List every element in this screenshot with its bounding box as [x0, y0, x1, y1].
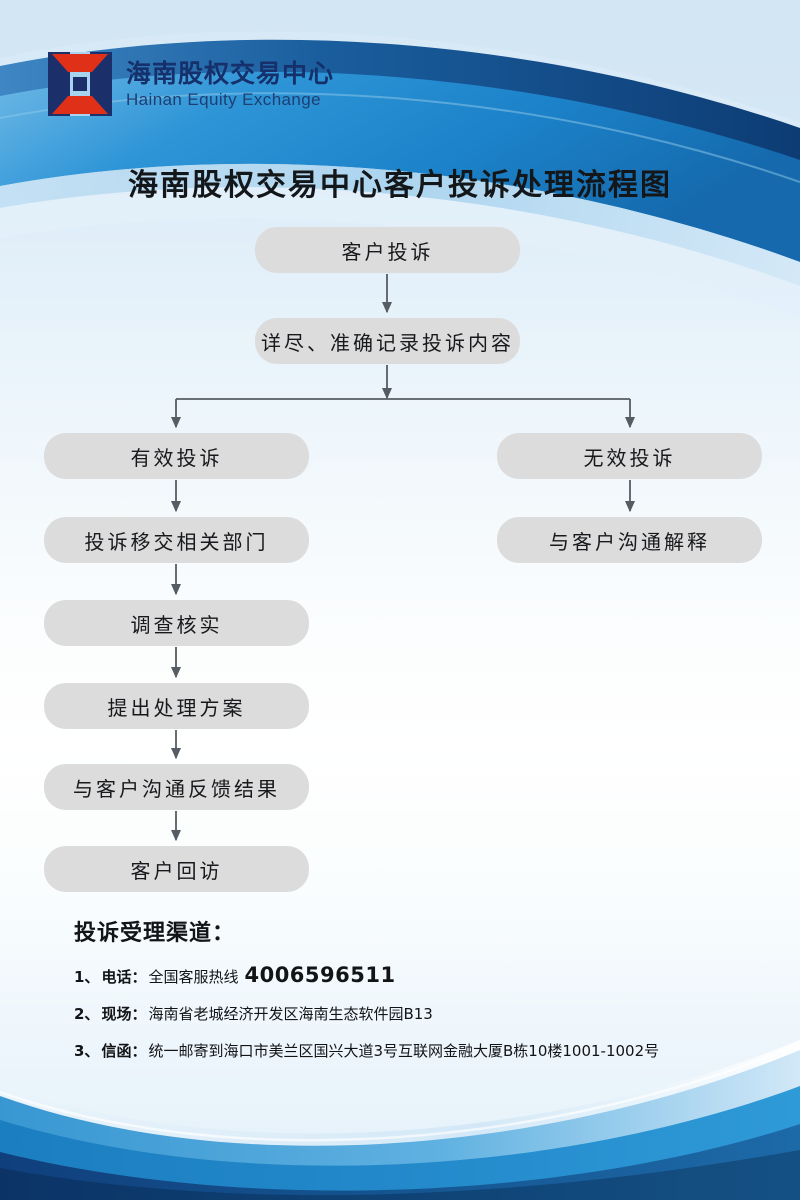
channel-value-mail: 统一邮寄到海口市美兰区国兴大道3号互联网金融大厦B栋10楼1001-1002号	[148, 1042, 660, 1060]
flow-node-valid-complaint[interactable]: 有效投诉	[44, 433, 309, 479]
flow-node-propose-solution[interactable]: 提出处理方案	[44, 683, 309, 729]
channel-value-phone: 全国客服热线	[148, 968, 239, 986]
flow-node-transfer-department[interactable]: 投诉移交相关部门	[44, 517, 309, 563]
flow-node-investigate-verify[interactable]: 调查核实	[44, 600, 309, 646]
flow-node-invalid-complaint[interactable]: 无效投诉	[497, 433, 762, 479]
flow-node-feedback-result[interactable]: 与客户沟通反馈结果	[44, 764, 309, 810]
complaint-channels-section: 投诉受理渠道： 1、 电话： 全国客服热线 4006596511 2、 现场： …	[74, 915, 774, 1077]
channel-label-mail: 信函：	[101, 1042, 147, 1060]
channel-index-2: 2、	[74, 1005, 100, 1023]
complaint-channels-title: 投诉受理渠道：	[74, 921, 236, 946]
flow-node-record-complaint[interactable]: 详尽、准确记录投诉内容	[255, 318, 520, 364]
channel-row-onsite: 2、 现场： 海南省老城经济开发区海南生态软件园B13	[74, 1003, 774, 1024]
channel-row-mail: 3、 信函： 统一邮寄到海口市美兰区国兴大道3号互联网金融大厦B栋10楼1001…	[74, 1040, 774, 1061]
channel-label-onsite: 现场：	[101, 1005, 147, 1023]
channel-row-phone: 1、 电话： 全国客服热线 4006596511	[74, 963, 774, 987]
channel-label-phone: 电话：	[101, 968, 147, 986]
flow-node-customer-complaint[interactable]: 客户投诉	[255, 227, 520, 273]
flow-node-explain-to-customer[interactable]: 与客户沟通解释	[497, 517, 762, 563]
channel-index-3: 3、	[74, 1042, 100, 1060]
channel-value-onsite: 海南省老城经济开发区海南生态软件园B13	[148, 1005, 433, 1023]
channel-index-1: 1、	[74, 968, 100, 986]
flow-node-customer-followup[interactable]: 客户回访	[44, 846, 309, 892]
hotline-number: 4006596511	[244, 963, 396, 987]
